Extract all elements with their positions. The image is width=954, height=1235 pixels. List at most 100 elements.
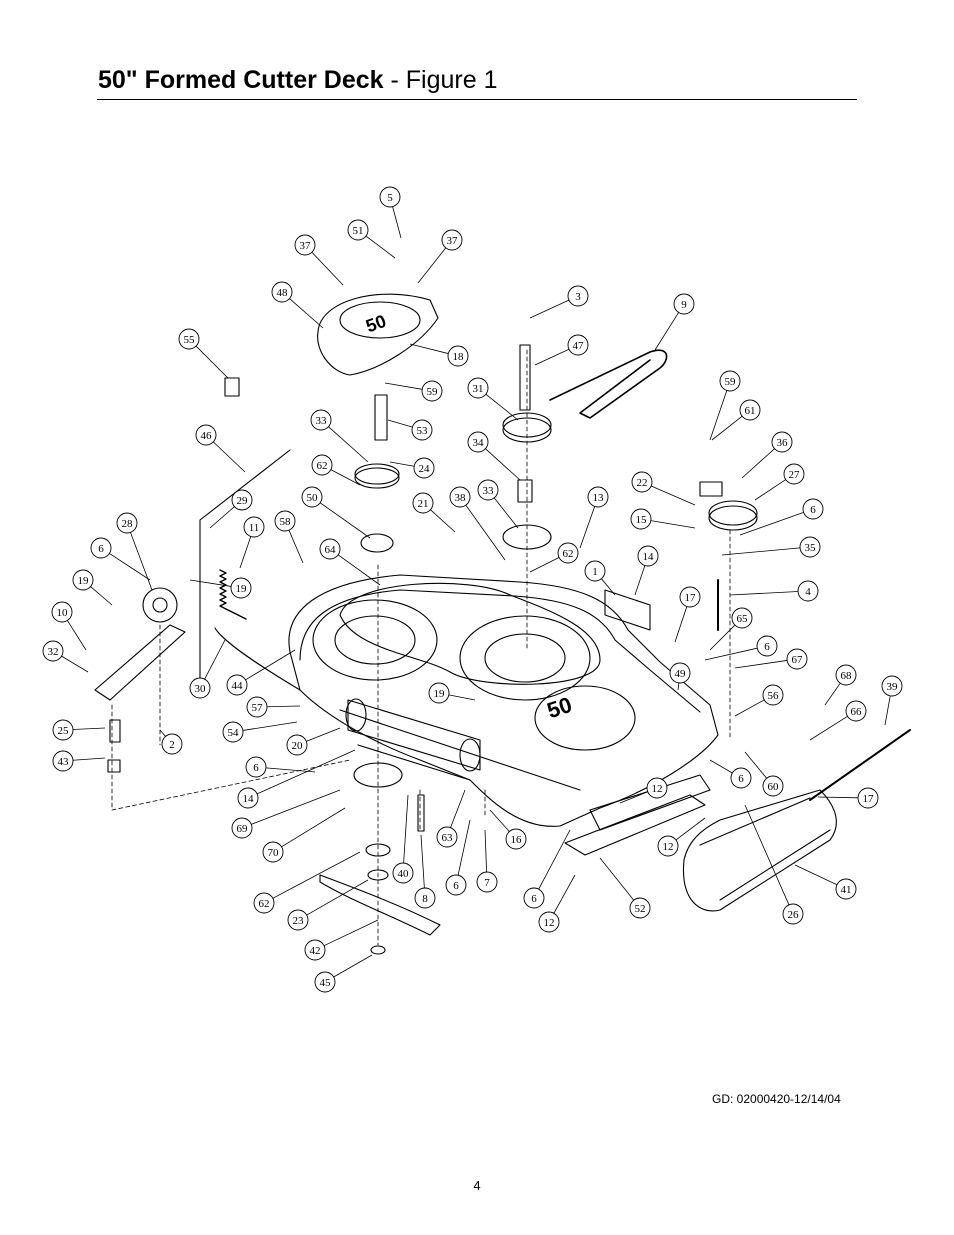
callout-number: 24 [419, 463, 431, 475]
callout-number: 16 [511, 834, 523, 846]
callout-number: 23 [293, 915, 305, 927]
callout-circle [567, 334, 589, 356]
callout-leader [824, 682, 841, 706]
idler-post [109, 719, 121, 743]
callout-number: 35 [805, 542, 817, 554]
callout-6: 6 [704, 635, 778, 661]
callout-number: 62 [563, 548, 574, 560]
callout-leader [651, 485, 696, 506]
callout-53: 53 [387, 419, 433, 441]
callout-circle [52, 719, 74, 741]
callout-leader [195, 345, 229, 379]
callout-62: 62 [311, 454, 361, 486]
callout-circle [230, 577, 252, 599]
callout-leader [529, 299, 570, 319]
callout-24: 24 [389, 457, 435, 479]
callout-leader [392, 206, 402, 239]
callout-circle [195, 424, 217, 446]
callout-leader [741, 448, 775, 479]
callout-number: 44 [232, 680, 244, 692]
callout-circle [802, 498, 824, 520]
callout-circle [646, 777, 668, 799]
callout-number: 18 [453, 351, 465, 363]
callout-number: 48 [277, 287, 289, 299]
callout-circle [311, 454, 333, 476]
callout-leader [159, 729, 166, 737]
callout-leader [457, 819, 471, 876]
callout-circle [587, 486, 609, 508]
callout-leader [61, 655, 89, 673]
callout-leader [189, 579, 232, 587]
callout-6: 6 [739, 498, 824, 536]
callout-circle [505, 828, 527, 850]
callout-circle [467, 377, 489, 399]
callout-leader [311, 251, 344, 286]
callout-leader [529, 557, 560, 573]
front-strap [339, 709, 581, 791]
callout-circle [657, 835, 679, 857]
callout-leader [403, 794, 409, 864]
callout-leader [538, 829, 571, 890]
callout-number: 17 [863, 793, 875, 805]
callout-leader [384, 382, 423, 390]
callout-number: 62 [259, 898, 270, 910]
shaft-47 [519, 344, 531, 411]
callout-leader [654, 312, 680, 351]
callout-leader [553, 874, 576, 914]
callout-56: 56 [734, 684, 784, 717]
callout-circle [557, 542, 579, 564]
callout-number: 13 [593, 492, 605, 504]
callout-number: 4 [805, 586, 811, 598]
callout-leader [306, 879, 369, 916]
center-blade-well-inner [484, 633, 566, 683]
callout-number: 2 [169, 739, 175, 751]
callout-51: 51 [347, 219, 396, 259]
right-spindle-cover-shape [534, 685, 636, 751]
callout-leader [704, 647, 758, 661]
callout-circle [246, 696, 268, 718]
callout-12: 12 [657, 817, 706, 857]
callout-leader [323, 919, 379, 947]
callout-number: 50 [307, 492, 319, 504]
callout-number: 32 [48, 646, 59, 658]
callout-circle [567, 285, 589, 307]
callout-circle [262, 841, 284, 863]
idler-arm [94, 624, 186, 701]
callout-number: 11 [249, 522, 260, 534]
callout-circle [189, 677, 211, 699]
deck-belt-route [339, 582, 601, 685]
callout-number: 34 [473, 437, 485, 449]
page-number: 4 [473, 1178, 481, 1193]
bearing-55 [224, 377, 240, 397]
callout-45: 45 [314, 954, 373, 993]
callout-circle [756, 635, 778, 657]
callout-number: 38 [455, 492, 467, 504]
callout-number: 37 [300, 240, 312, 252]
rod-39 [809, 729, 911, 801]
callout-circle [449, 486, 471, 508]
callout-29: 29 [209, 489, 253, 529]
callout-42: 42 [304, 919, 379, 961]
callout-number: 41 [841, 884, 852, 896]
callout-leader [729, 591, 799, 596]
callout-leader [493, 497, 519, 529]
callout-circle [274, 510, 296, 532]
callout-6: 6 [90, 537, 151, 581]
callout-circle [421, 380, 443, 402]
callout-number: 6 [764, 641, 770, 653]
callout-circle [52, 750, 74, 772]
callout-number: 36 [777, 437, 789, 449]
callout-circle [783, 463, 805, 485]
callout-3: 3 [529, 285, 589, 319]
callout-number: 43 [58, 756, 70, 768]
callout-43: 43 [52, 750, 106, 772]
left-blade-well-inner [334, 615, 416, 665]
callout-leader [674, 606, 688, 643]
callout-leader [448, 694, 476, 701]
callout-circle [730, 767, 752, 789]
callout-circle [271, 281, 293, 303]
callout-number: 6 [253, 762, 259, 774]
callout-leader [709, 624, 736, 651]
callout-number: 12 [652, 783, 663, 795]
left-blade-well [312, 599, 438, 681]
